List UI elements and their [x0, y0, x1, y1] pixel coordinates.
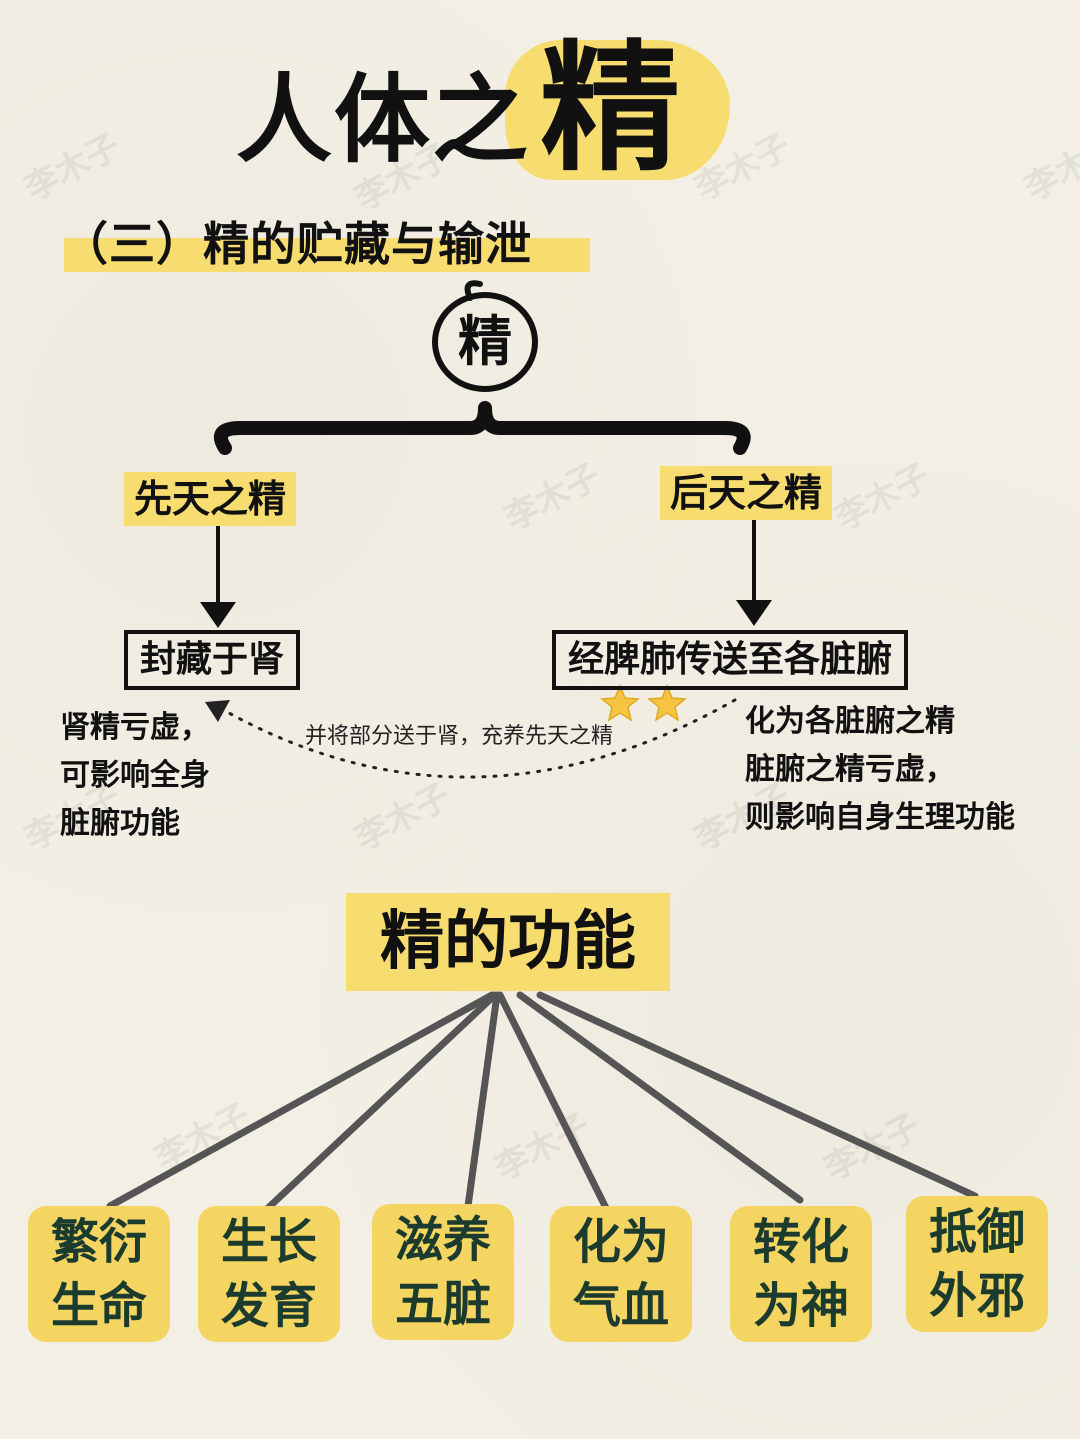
arc-note: 并将部分送于肾，充养先天之精 — [305, 724, 614, 749]
functions-title: 精的功能 — [380, 905, 636, 979]
function-label: 化为气血 — [572, 1214, 669, 1334]
functions-title-highlight — [346, 893, 670, 991]
function-box: 化为气血 — [550, 1206, 692, 1342]
note-line: 可影响全身 — [60, 758, 210, 793]
right-branch-note: 化为各脏腑之精 脏腑之精亏虚， 则影响自身生理功能 — [745, 698, 1015, 842]
function-label: 繁衍生命 — [50, 1214, 147, 1334]
function-label: 转化为神 — [752, 1214, 849, 1334]
function-box: 生长发育 — [198, 1206, 340, 1342]
section-subtitle: （三）精的贮藏与输泄 — [62, 217, 532, 271]
note-line: 则影响自身生理功能 — [745, 800, 1015, 835]
page-title-highlight: 精 — [540, 28, 681, 191]
root-circle-node: 精 — [432, 292, 538, 392]
right-branch-box: 经脾肺传送至各脏腑 — [552, 630, 909, 690]
left-branch-note: 肾精亏虚， 可影响全身 脏腑功能 — [60, 704, 210, 848]
right-branch-label: 后天之精 — [660, 466, 833, 520]
star-icon — [600, 684, 687, 722]
function-label: 滋养五脏 — [394, 1212, 491, 1332]
left-branch-box: 封藏于肾 — [124, 630, 301, 690]
note-line: 脏腑之精亏虚， — [745, 752, 955, 787]
title-highlight-blob — [505, 40, 730, 180]
function-box: 滋养五脏 — [372, 1204, 514, 1340]
function-label: 抵御外邪 — [928, 1204, 1025, 1324]
function-box: 抵御外邪 — [906, 1196, 1048, 1332]
note-line: 肾精亏虚， — [60, 710, 210, 745]
left-branch-label: 先天之精 — [124, 472, 297, 526]
note-line: 脏腑功能 — [60, 806, 180, 841]
note-line: 化为各脏腑之精 — [745, 704, 955, 739]
page-title-prefix: 人体之 — [236, 64, 530, 176]
subtitle-highlight — [64, 238, 590, 272]
function-box: 繁衍生命 — [28, 1206, 170, 1342]
function-label: 生长发育 — [220, 1214, 317, 1334]
function-box: 转化为神 — [730, 1206, 872, 1342]
